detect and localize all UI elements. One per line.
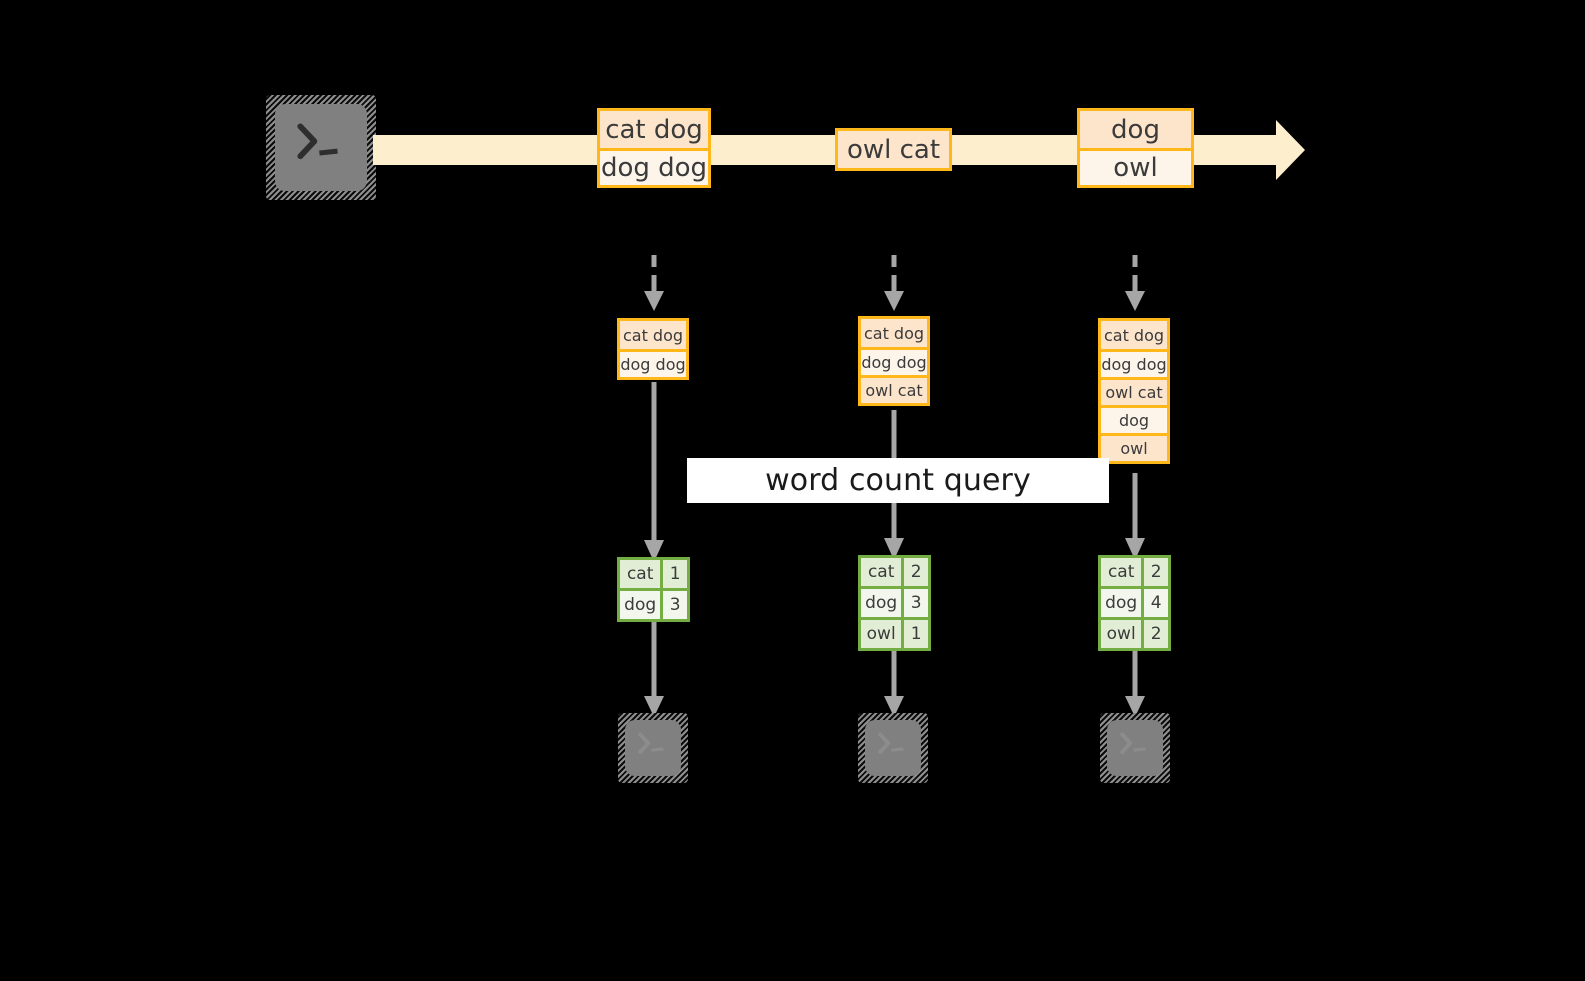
table-row: dog 4 [1101, 586, 1168, 617]
result-count: 2 [901, 558, 928, 586]
snapshot-3-query-arrow [1122, 473, 1148, 562]
result-count: 1 [901, 620, 928, 648]
snapshot-1-sink-terminal-icon [618, 713, 688, 783]
snapshot-3-sink-terminal-icon [1100, 713, 1170, 783]
snapshot-3-tap-arrow [1122, 255, 1148, 313]
record-line: cat dog [600, 111, 708, 148]
stream-record-1: cat dog dog dog [597, 108, 711, 188]
stack-row: owl cat [1101, 377, 1167, 405]
snapshot-2-result-table: cat 2 dog 3 owl 1 [858, 555, 931, 651]
result-word: owl [861, 620, 902, 648]
result-word: cat [1101, 558, 1142, 586]
result-word: cat [861, 558, 902, 586]
table-row: dog 3 [620, 588, 687, 619]
table-row: dog 3 [861, 586, 928, 617]
table-row: cat 1 [620, 560, 687, 588]
snapshot-2-tap-arrow [881, 255, 907, 313]
result-count: 3 [901, 589, 928, 617]
record-line: dog [1080, 111, 1191, 148]
snapshot-1-input-stack: cat dog dog dog [617, 318, 689, 380]
terminal-screen [275, 104, 367, 191]
result-count: 1 [660, 560, 687, 588]
terminal-prompt-icon [297, 123, 338, 160]
result-count: 2 [1141, 620, 1168, 648]
stack-row: cat dog [620, 321, 686, 349]
terminal-prompt-icon [638, 732, 664, 754]
snapshot-1-result-table: cat 1 dog 3 [617, 557, 690, 622]
stack-row: cat dog [1101, 321, 1167, 349]
snapshot-2-input-stack: cat dog dog dog owl cat [858, 316, 930, 406]
stack-row: dog dog [1101, 349, 1167, 377]
result-word: dog [620, 591, 661, 619]
stream-record-2: owl cat [835, 128, 952, 171]
query-label: word count query [687, 458, 1109, 503]
result-word: dog [1101, 589, 1142, 617]
result-count: 4 [1141, 589, 1168, 617]
result-word: dog [861, 589, 902, 617]
record-line: owl cat [838, 131, 949, 168]
result-count: 3 [660, 591, 687, 619]
source-terminal-icon [266, 95, 376, 200]
stack-row: dog [1101, 405, 1167, 433]
snapshot-1-tap-arrow [641, 255, 667, 313]
terminal-screen [865, 720, 921, 776]
snapshot-1-sink-arrow [641, 622, 667, 719]
stack-row: owl [1101, 433, 1167, 461]
snapshot-3-result-table: cat 2 dog 4 owl 2 [1098, 555, 1171, 651]
stream-record-3: dog owl [1077, 108, 1194, 188]
table-row: owl 2 [1101, 617, 1168, 648]
stack-row: cat dog [861, 319, 927, 347]
record-line: owl [1080, 148, 1191, 185]
result-word: owl [1101, 620, 1142, 648]
result-word: cat [620, 560, 661, 588]
snapshot-2-sink-terminal-icon [858, 713, 928, 783]
result-count: 2 [1141, 558, 1168, 586]
terminal-screen [625, 720, 681, 776]
snapshot-1-query-arrow [641, 382, 667, 564]
table-row: cat 2 [1101, 558, 1168, 586]
terminal-prompt-icon [878, 732, 904, 754]
stack-row: dog dog [861, 347, 927, 375]
stack-row: owl cat [861, 375, 927, 403]
table-row: cat 2 [861, 558, 928, 586]
table-row: owl 1 [861, 617, 928, 648]
snapshot-3-sink-arrow [1122, 651, 1148, 719]
snapshot-2-sink-arrow [881, 651, 907, 719]
record-line: dog dog [600, 148, 708, 185]
terminal-prompt-icon [1120, 732, 1146, 754]
stack-row: dog dog [620, 349, 686, 377]
snapshot-3-input-stack: cat dog dog dog owl cat dog owl [1098, 318, 1170, 464]
terminal-screen [1107, 720, 1163, 776]
